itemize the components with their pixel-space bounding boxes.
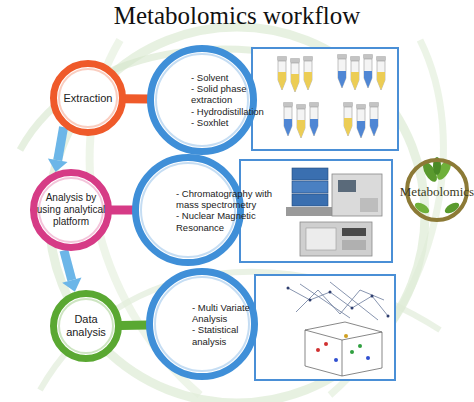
circle-inner-ring — [59, 299, 113, 353]
detail-circle: - Chromatography with mass spectrometry-… — [132, 154, 244, 266]
connector-line — [58, 127, 64, 160]
text-group: - Multi Variate Analysis- Statistical an… — [192, 302, 266, 347]
circle-ring — [54, 64, 123, 133]
sample-tubes — [277, 54, 386, 138]
node-label: Metabolomics — [389, 184, 474, 199]
text-group: Metabolomics — [389, 184, 474, 199]
diagram-title: Metabolomics workflow — [0, 2, 474, 30]
detail-circle: - Multi Variate Analysis- Statistical an… — [146, 268, 258, 380]
node-label: Analysis by using analytical platform — [36, 192, 106, 227]
step-circle: Data analysis — [50, 290, 122, 362]
connector-line — [110, 206, 134, 215]
connector-bar — [124, 98, 149, 99]
circle-ring — [54, 294, 119, 359]
image-frame — [240, 160, 392, 262]
step-circle: Analysis by using analytical platform — [30, 169, 112, 251]
circle-ring — [34, 173, 109, 248]
arrow-head — [62, 278, 81, 292]
detail-circle: - Solvent- Solid phase extraction- Hydro… — [147, 45, 257, 155]
flow-arrow — [62, 250, 81, 291]
step-circle: Extraction — [50, 60, 126, 136]
node-label: Data analysis — [60, 313, 112, 339]
connector-line — [64, 250, 72, 280]
image-frame — [255, 275, 395, 380]
swirl-arc — [40, 272, 440, 390]
plot-pictures — [287, 282, 390, 376]
bullet-item: - Solvent — [191, 72, 269, 83]
text-group: Extraction — [56, 92, 120, 105]
bullet-item: - Hydrodistillation — [191, 106, 269, 117]
text-group: Analysis by using analytical platform — [36, 192, 106, 227]
logo-circle: Metabolomics — [405, 158, 469, 222]
flow-arrow — [48, 127, 68, 172]
bullet-item: - Nuclear Magnetic Resonance — [176, 210, 282, 232]
connector-bar — [120, 324, 148, 325]
bullet-item: - Multi Variate Analysis — [192, 302, 266, 324]
bullet-item: - Solid phase extraction — [191, 83, 269, 105]
text-group: - Chromatography with mass spectrometry-… — [176, 188, 282, 233]
text-group: - Solvent- Solid phase extraction- Hydro… — [191, 72, 269, 128]
node-label: Extraction — [56, 92, 120, 105]
instrument-picture — [286, 168, 382, 256]
connector-line — [120, 320, 148, 329]
connector-line — [124, 94, 149, 103]
bullet-item: - Chromatography with mass spectrometry — [176, 188, 282, 210]
swirl-lines — [20, 27, 443, 402]
text-group: Data analysis — [60, 313, 112, 339]
bullet-item: - Soxhlet — [191, 117, 269, 128]
bullet-item: - Statistical analysis — [192, 324, 266, 346]
connector-bar — [110, 210, 134, 211]
image-frame — [252, 48, 398, 150]
